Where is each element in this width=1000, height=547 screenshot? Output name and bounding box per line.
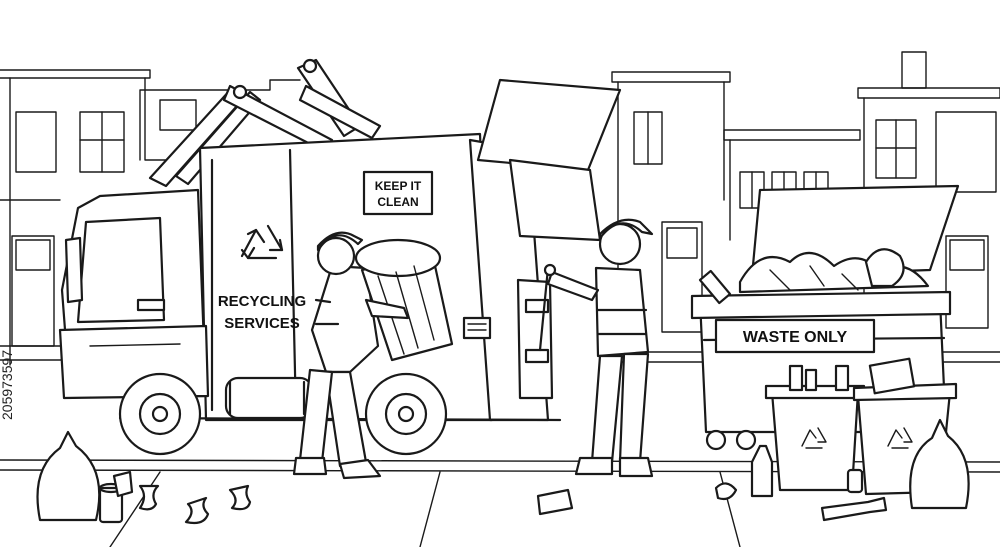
hopper-sign-line1: KEEP IT	[375, 179, 422, 193]
hopper-sign: KEEP IT CLEAN	[362, 170, 434, 216]
dumpster-sign: WASTE ONLY	[714, 318, 876, 354]
worker-right	[538, 218, 654, 478]
apple-core-icon	[138, 484, 160, 511]
recycle-icon	[801, 427, 827, 449]
apple-core-icon	[228, 484, 252, 511]
recycle-icon	[887, 427, 913, 449]
recycle-icon	[240, 224, 284, 260]
bottle-icon	[750, 444, 774, 498]
worker-left	[292, 231, 454, 480]
trash-bag-icon	[36, 430, 101, 522]
lifted-trash-can	[354, 238, 454, 362]
stock-id-text: 205973597	[0, 350, 15, 420]
recycling-bins	[764, 357, 958, 496]
can-icon	[536, 488, 574, 516]
bottle-icon	[820, 496, 888, 522]
truck-side-sign: RECYCLING SERVICES	[218, 293, 306, 332]
dumpster-sign-text: WASTE ONLY	[743, 329, 848, 346]
can-icon	[846, 468, 864, 494]
truck-wheels	[118, 372, 448, 456]
truck-sign-line1: RECYCLING	[218, 293, 306, 310]
trash-bag-icon	[909, 418, 970, 510]
apple-core-icon	[184, 496, 210, 525]
background-buildings	[0, 51, 1000, 547]
dumpster-overflow-trash	[698, 248, 930, 305]
truck-sign-line2: SERVICES	[224, 315, 300, 332]
can-icon	[112, 470, 134, 498]
ground-debris	[36, 418, 970, 525]
hopper-sign-line2: CLEAN	[377, 195, 418, 209]
can-icon	[98, 486, 124, 524]
